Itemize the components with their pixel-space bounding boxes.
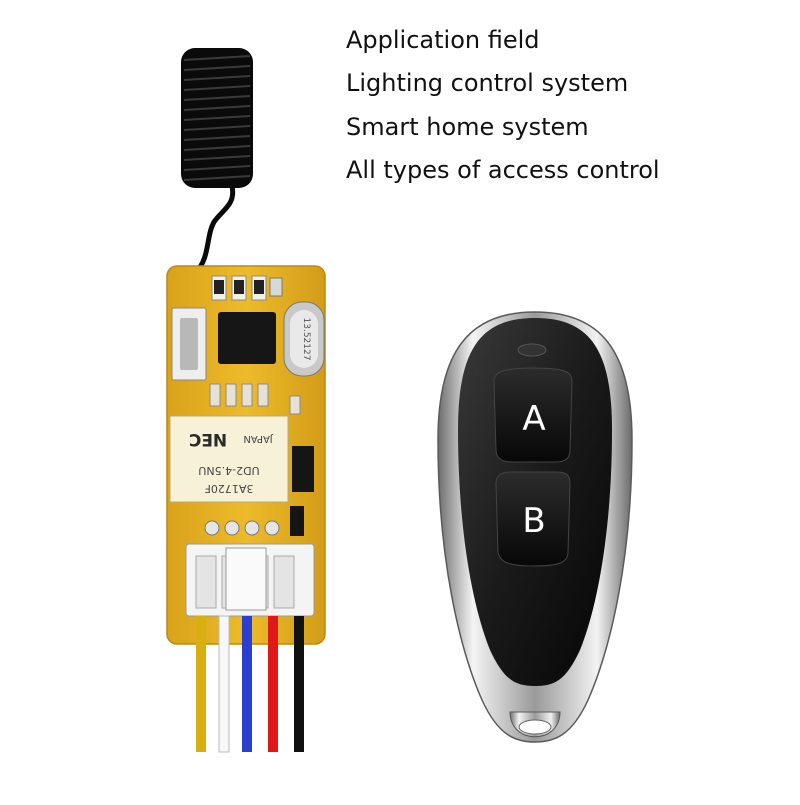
relay: 3A1720F UD2-4.5NU NEC JAPAN [169,415,314,503]
wire-red [268,616,278,752]
relay-model: UD2-4.5NU [198,464,259,477]
crystal-label: 13.52127 [301,318,311,361]
antenna-coil [181,48,253,274]
button-a[interactable]: A [493,367,573,463]
relay-origin: JAPAN [243,433,273,444]
caption-smart-home: Smart home system [346,113,589,141]
wire-white [218,615,230,753]
bottom-components [204,506,304,536]
caption-application-field: Application field [346,26,540,54]
wire-blue [242,616,252,752]
remote-control: A B [437,311,633,743]
receiver-module: 13.52127 3A1720F UD2-4.5NU NEC JAPAN [166,48,326,753]
wires [196,615,304,753]
relay-code: 3A1720F [205,482,254,495]
wire-connector [185,543,315,617]
relay-brand: NEC [189,429,227,449]
button-a-label: A [522,399,545,439]
top-components: 13.52127 [171,275,325,415]
button-b-label: B [522,501,545,541]
caption-lighting-control: Lighting control system [346,69,629,97]
caption-access-control: All types of access control [346,156,660,184]
ic-chip [218,312,276,364]
led-indicator [517,343,547,357]
wire-yellow [196,616,206,752]
wire-black [294,616,304,752]
button-b[interactable]: B [495,471,571,567]
